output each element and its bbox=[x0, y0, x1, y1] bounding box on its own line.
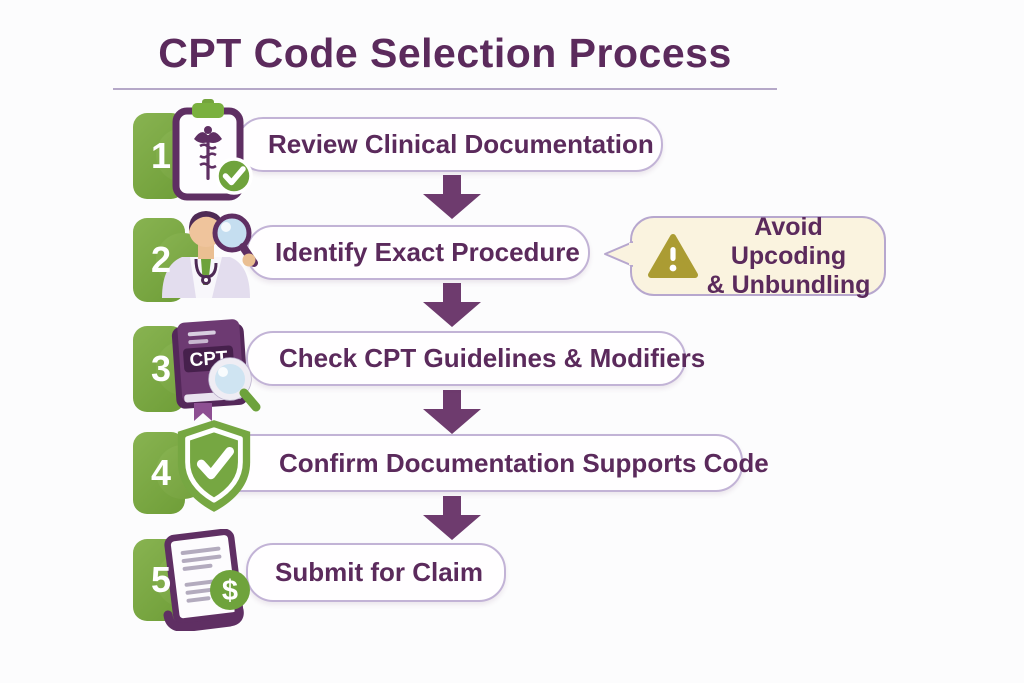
down-arrow-icon bbox=[423, 390, 481, 434]
step-4-number: 4 bbox=[150, 452, 172, 493]
step-4-label: Confirm Documentation Supports Code bbox=[279, 447, 769, 478]
checkmark-icon bbox=[196, 446, 235, 480]
checkmark-icon bbox=[215, 157, 253, 195]
step-5-box: Submit for Claim bbox=[246, 543, 506, 602]
step-4-box: Confirm Documentation Supports Code bbox=[205, 434, 769, 492]
step-5-number: 5 bbox=[150, 559, 172, 600]
step-2-label: Identify Exact Procedure bbox=[275, 237, 580, 267]
step-1-label: Review Clinical Documentation bbox=[268, 129, 654, 159]
step-2-box: Identify Exact Procedure bbox=[246, 225, 590, 280]
page-curl bbox=[163, 605, 244, 631]
callout-text: Avoid Upcoding & Unbundling bbox=[705, 213, 872, 300]
step-2-number: 2 bbox=[150, 239, 172, 280]
title-divider bbox=[113, 88, 777, 90]
callout-pointer bbox=[604, 241, 633, 267]
callout-line-1: Avoid Upcoding bbox=[730, 212, 847, 270]
shield-check-icon bbox=[177, 420, 251, 512]
down-arrow-icon bbox=[423, 175, 481, 219]
step-5-label: Submit for Claim bbox=[275, 557, 484, 587]
page-title: CPT Code Selection Process bbox=[158, 30, 732, 76]
caduceus-glyph bbox=[194, 126, 222, 180]
warning-triangle-icon bbox=[648, 234, 698, 278]
step-3-label: Check CPT Guidelines & Modifiers bbox=[279, 343, 706, 373]
dollar-sign-text: $ bbox=[222, 575, 238, 607]
step-3-number: 3 bbox=[150, 348, 172, 389]
dollar-icon: $ bbox=[210, 570, 250, 610]
cpt-book-magnifier-icon: CPT bbox=[171, 319, 261, 421]
down-arrow-icon bbox=[423, 496, 481, 540]
clipboard-caduceus-icon bbox=[172, 99, 253, 201]
step-1-box: Review Clinical Documentation bbox=[236, 117, 663, 172]
doctor-magnifier-icon bbox=[162, 211, 258, 298]
step-3-box: Check CPT Guidelines & Modifiers bbox=[246, 331, 705, 386]
ribbon-bookmark bbox=[194, 403, 212, 421]
down-arrow-icon bbox=[423, 283, 481, 327]
step-1-number: 1 bbox=[150, 135, 172, 176]
claim-document-dollar-icon: $ bbox=[163, 529, 250, 631]
magnifier-glyph bbox=[208, 357, 261, 412]
callout-line-2: & Unbundling bbox=[706, 270, 871, 299]
hair bbox=[188, 211, 223, 231]
magnifier-glyph bbox=[212, 213, 258, 267]
warning-callout: Avoid Upcoding & Unbundling bbox=[630, 213, 886, 299]
